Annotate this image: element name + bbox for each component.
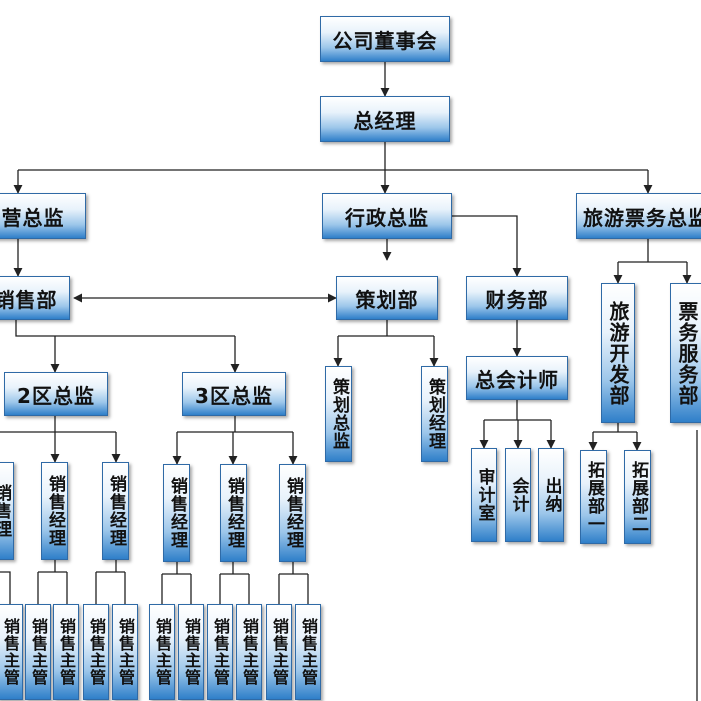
node-general-manager: 总经理 — [320, 96, 450, 142]
node-sales-supervisor: 销售主管 — [178, 604, 204, 700]
node-sales-supervisor: 销售主管 — [0, 604, 23, 700]
node-sales-manager-partial: 销售理 — [0, 462, 14, 560]
connector-mgr-3-sup — [161, 562, 192, 604]
node-expansion-dept-1: 拓展部一 — [580, 450, 607, 544]
node-sales-supervisor: 销售主管 — [53, 604, 79, 700]
node-board: 公司董事会 — [320, 16, 450, 62]
node-sales-supervisor: 销售主管 — [266, 604, 292, 700]
node-sales-supervisor: 销售主管 — [112, 604, 138, 700]
node-accounting: 会计 — [505, 448, 531, 542]
node-sales-manager: 销售经理 — [220, 464, 247, 562]
node-travel-ticket-director: 旅游票务总监 — [576, 193, 701, 239]
connector-region-2-bus — [0, 416, 116, 433]
node-sales-manager: 销售经理 — [163, 464, 190, 562]
node-cashier: 出纳 — [538, 448, 564, 542]
node-sales-supervisor: 销售主管 — [207, 604, 233, 700]
node-planning-director: 策划总监 — [325, 366, 352, 462]
node-sales-manager: 销售经理 — [279, 464, 306, 562]
node-sales-supervisor: 销售主管 — [149, 604, 175, 700]
connector-mgr-5-sup — [278, 562, 309, 604]
node-sales-dept: 销售部 — [0, 276, 70, 320]
node-audit-office: 审计室 — [471, 448, 497, 542]
connector-travel-bus — [618, 239, 687, 263]
connector-sales-bus — [15, 320, 235, 337]
connector-region-3-bus — [177, 416, 293, 433]
connector-mgr-4-sup — [219, 562, 250, 604]
node-sales-supervisor: 销售主管 — [25, 604, 51, 700]
node-chief-accountant: 总会计师 — [466, 356, 568, 400]
node-sales-manager: 销售经理 — [102, 462, 129, 560]
connector-accountant-bus — [484, 400, 551, 421]
node-region-3-director: 3区总监 — [182, 372, 286, 416]
node-sales-supervisor: 销售主管 — [83, 604, 109, 700]
node-travel-development-dept: 旅游开发部 — [601, 283, 635, 423]
node-sales-supervisor: 销售主管 — [236, 604, 262, 700]
node-sales-manager: 销售经理 — [41, 462, 68, 560]
node-planning-dept: 策划部 — [336, 276, 438, 320]
node-planning-manager: 策划经理 — [421, 366, 448, 462]
connector-travel-dev-bus — [593, 423, 637, 433]
node-finance-dept: 财务部 — [466, 276, 568, 320]
connector-mgr-1-sup — [37, 560, 68, 604]
node-region-2-director: 2区总监 — [4, 372, 108, 416]
node-sales-supervisor: 销售主管 — [295, 604, 321, 700]
node-expansion-dept-2: 拓展部二 — [624, 450, 651, 544]
connector-mgr-2-sup — [95, 560, 126, 604]
connector-mgr-0-sup — [0, 571, 11, 604]
connector-gm-bus — [18, 142, 648, 171]
node-admin-director: 行政总监 — [322, 193, 452, 239]
connector-planning-bus — [338, 320, 434, 337]
node-operations-director: 营总监 — [0, 193, 86, 239]
node-ticket-service-dept: 票务服务部 — [670, 283, 701, 423]
connector-admin-to-finance — [452, 215, 522, 277]
